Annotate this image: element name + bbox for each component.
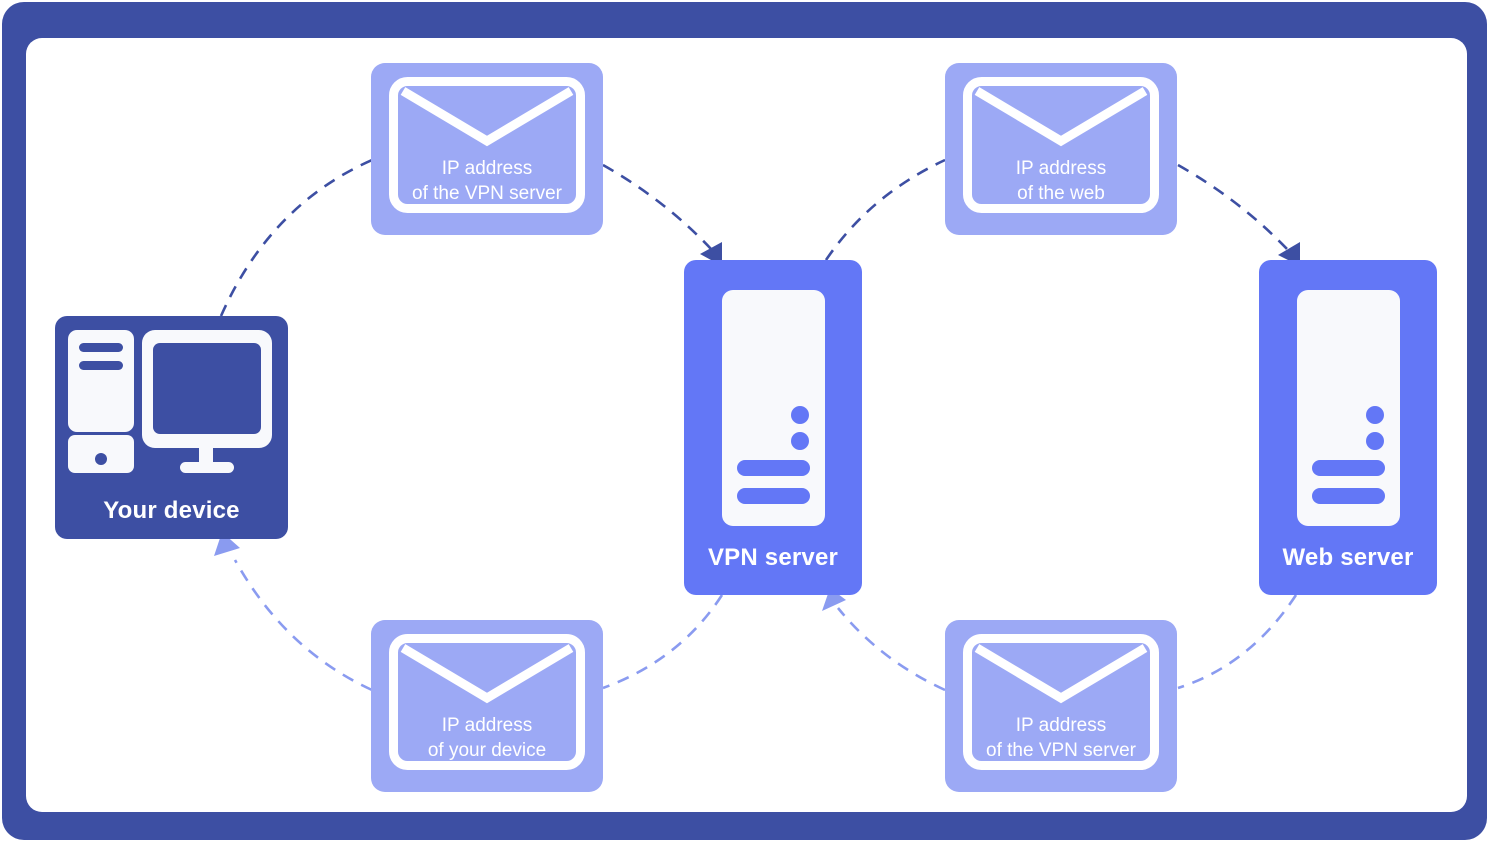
arrow-vpn-to-web [824, 158, 946, 261]
vpn-server-node: VPN server [684, 260, 862, 595]
server-tower-icon [722, 290, 825, 526]
envelope-vpn-to-web: IP address of the web [945, 63, 1177, 235]
desktop-computer-icon [68, 330, 272, 473]
envelope-vpn-to-device: IP address of your device [371, 620, 603, 792]
your-device-node: Your device [55, 316, 288, 539]
envelope-line-1: IP address [1015, 715, 1107, 736]
vpn-server-label: VPN server [707, 544, 839, 571]
arrow-vpn-to-device [602, 594, 724, 690]
arrow-device-to-vpn [219, 158, 373, 317]
envelope-icon [963, 634, 1159, 770]
envelope-icon [389, 77, 585, 213]
arrow-device-to-vpn-end [602, 163, 713, 251]
web-server-node: Web server [1259, 260, 1437, 595]
your-device-label: Your device [103, 497, 240, 524]
arrow-web-to-vpn-end [836, 607, 946, 692]
web-server-label: Web server [1282, 544, 1414, 571]
envelope-line-2: of your device [427, 739, 547, 761]
arrow-web-to-vpn [1177, 594, 1298, 690]
envelope-line-2: of the VPN server [412, 182, 562, 204]
envelope-line-1: IP address [1015, 158, 1107, 179]
envelope-line-1: IP address [441, 158, 533, 179]
arrow-vpn-to-device-end [233, 559, 373, 692]
envelope-device-to-vpn: IP address of the VPN server [371, 63, 603, 235]
envelope-web-to-vpn: IP address of the VPN server [945, 620, 1177, 792]
envelope-line-2: of the VPN server [986, 739, 1136, 761]
envelope-icon [963, 77, 1159, 213]
server-tower-icon [1297, 290, 1400, 526]
envelope-icon [389, 634, 585, 770]
arrow-vpn-to-web-end [1177, 163, 1289, 251]
envelope-line-1: IP address [441, 715, 533, 736]
envelope-line-2: of the web [1017, 182, 1105, 204]
